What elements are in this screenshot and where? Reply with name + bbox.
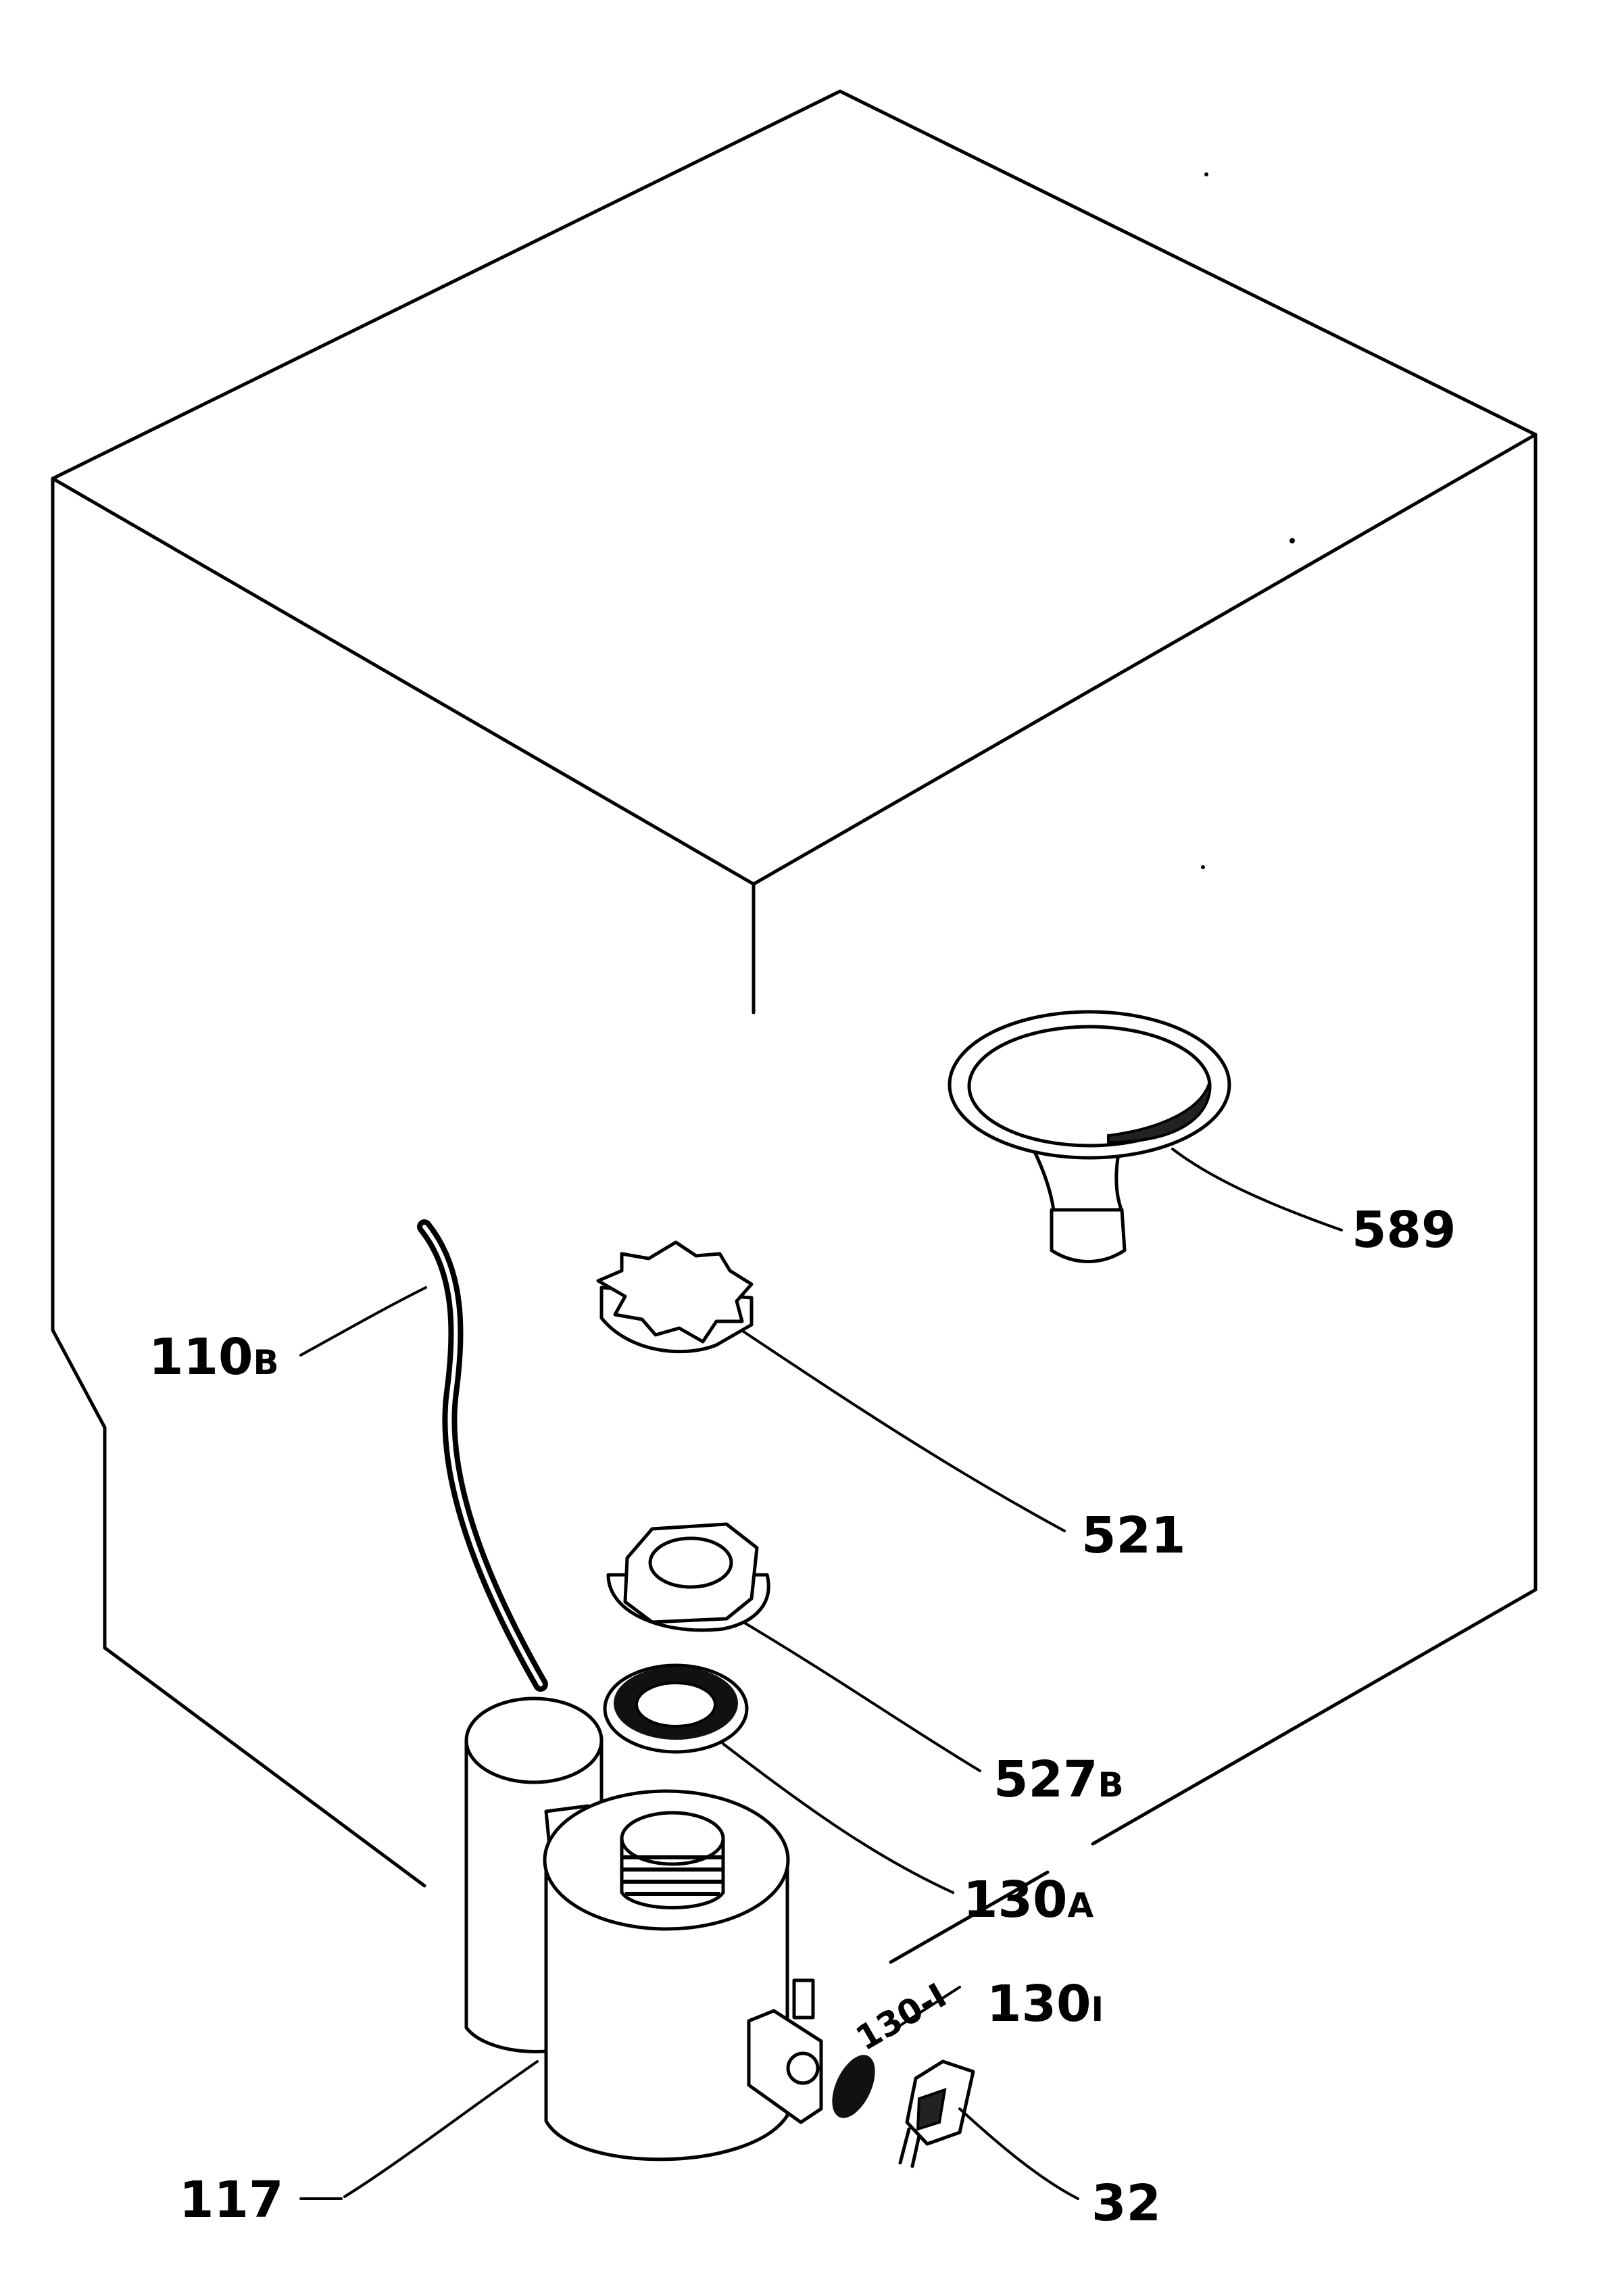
hexnut-bore [648, 1536, 733, 1589]
funnel-shadow [1107, 1081, 1212, 1144]
gasket-130i: 130-I 130I [832, 1975, 1104, 2118]
cabinet-top-face [51, 89, 1538, 886]
cap-521: 521 [596, 1240, 1185, 1565]
cap-star-top [596, 1240, 754, 1344]
clip-prong [898, 2127, 921, 2168]
hexnut-527b: 527B [606, 1522, 1124, 1809]
side-switch-box [747, 2009, 823, 2124]
leader-527b [742, 1621, 981, 1772]
label-527b: 527B [993, 1751, 1124, 1809]
reservoir-117: 117 [179, 1696, 823, 2229]
label-117: 117 [179, 2171, 283, 2229]
rear-cylinder-top [464, 1696, 604, 1784]
leader-117 [343, 2060, 539, 2198]
switch-pin [792, 1978, 815, 2020]
funnel-589: 589 [948, 1010, 1456, 1263]
stamp-130i: 130-I [850, 1976, 953, 2058]
label-521: 521 [1081, 1507, 1185, 1565]
specks [1201, 172, 1295, 869]
cabinet-left-side [51, 477, 426, 1888]
front-cylinder-body [544, 1858, 789, 2161]
label-110b: 110B [149, 1328, 279, 1386]
neck-threads [623, 1855, 722, 1896]
leader-32 [958, 2107, 1079, 2200]
cabinet-bottom-right-edge [889, 1870, 1050, 1964]
tube-110b: 110B [149, 1219, 548, 1692]
leader-110b [299, 1286, 427, 1357]
cabinet-right-side [1091, 433, 1538, 1846]
clip-32: 32 [898, 2059, 1161, 2232]
cabinet-outline [51, 89, 1538, 1964]
label-130a: 130A [963, 1871, 1093, 1929]
leader-521 [742, 1330, 1066, 1532]
leader-130a [722, 1742, 954, 1894]
label-589: 589 [1352, 1201, 1456, 1259]
clip-dark-face [916, 2088, 947, 2131]
funnel-spout [1050, 1208, 1127, 1263]
gasket-inner [635, 1682, 716, 1728]
neck-top [620, 1811, 725, 1866]
label-32: 32 [1091, 2174, 1161, 2232]
leader-130i [898, 1986, 961, 2028]
label-130i: 130I [987, 1975, 1104, 2033]
gasket-130a: 130A [603, 1663, 1093, 1929]
small-gasket [832, 2055, 875, 2118]
tube [417, 1219, 548, 1692]
leader-589 [1171, 1148, 1343, 1231]
switch-screw [786, 2051, 820, 2085]
